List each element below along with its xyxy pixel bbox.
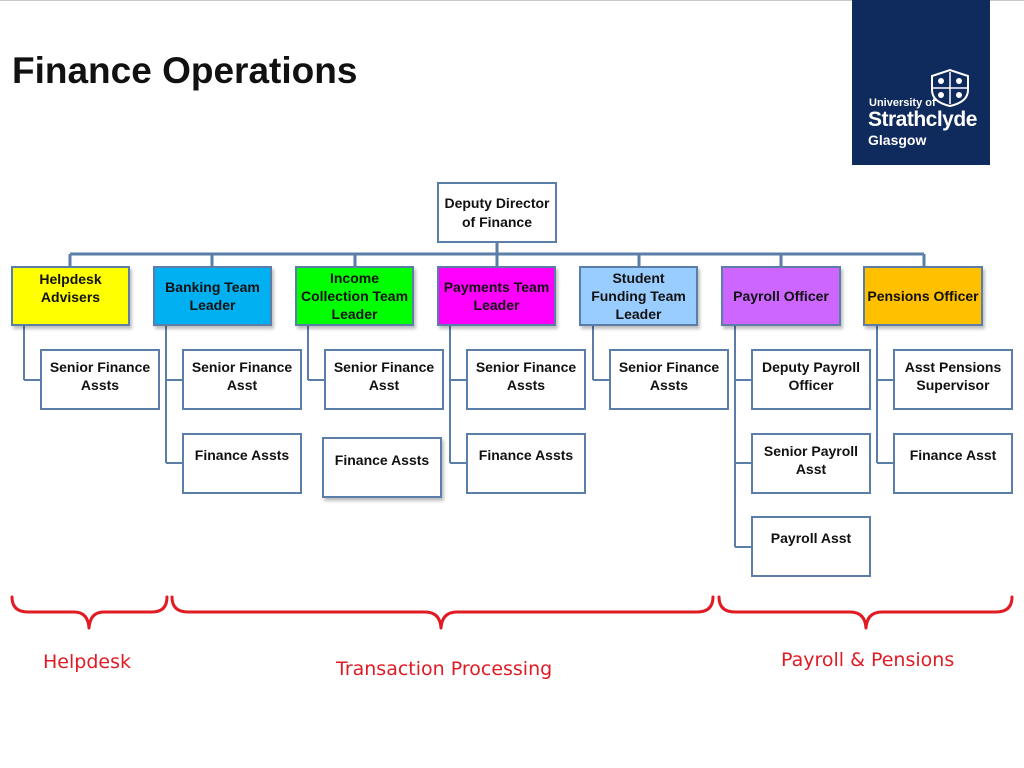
student-funding-team-leader-box: Student Funding Team Leader: [579, 266, 698, 326]
payroll-asst-box: Payroll Asst: [751, 516, 871, 577]
banking-team-leader-box: Banking Team Leader: [153, 266, 272, 326]
income-collection-team-leader-box: Income Collection Team Leader: [295, 266, 414, 326]
banking-senior-finance-asst-box: Senior Finance Asst: [182, 349, 302, 410]
payroll-officer-box: Payroll Officer: [721, 266, 841, 326]
payments-finance-assts-box: Finance Assts: [466, 433, 586, 494]
pensions-finance-asst-box: Finance Asst: [893, 433, 1013, 494]
page-title: Finance Operations: [12, 50, 358, 91]
top-rule: [0, 0, 1024, 1]
group-label-payroll-pensions: Payroll & Pensions: [781, 649, 955, 671]
deputy-director-box: Deputy Director of Finance: [437, 182, 557, 243]
university-crest-icon: [931, 68, 969, 108]
group-label-helpdesk: Helpdesk: [43, 651, 131, 673]
logo-line-3: Glasgow: [868, 132, 927, 148]
payroll-pensions-bracket: [717, 595, 1014, 630]
pensions-officer-box: Pensions Officer: [863, 266, 983, 326]
group-label-transaction-processing: Transaction Processing: [336, 658, 553, 680]
helpdesk-bracket: [10, 595, 169, 630]
income-senior-finance-asst-box: Senior Finance Asst: [324, 349, 444, 410]
payments-team-leader-box: Payments Team Leader: [437, 266, 556, 326]
org-connector-lines: [23, 243, 926, 548]
logo-line-2: Strathclyde: [868, 108, 977, 131]
payments-senior-finance-assts-box: Senior Finance Assts: [466, 349, 586, 410]
income-finance-assts-box: Finance Assts: [322, 437, 442, 498]
logo-line-1: University of: [869, 97, 936, 109]
asst-pensions-supervisor-box: Asst Pensions Supervisor: [893, 349, 1013, 410]
deputy-payroll-officer-box: Deputy Payroll Officer: [751, 349, 871, 410]
helpdesk-advisers-box: Helpdesk Advisers: [11, 266, 130, 326]
university-logo: University of Strathclyde Glasgow: [852, 0, 990, 165]
student-senior-finance-assts-box: Senior Finance Assts: [609, 349, 729, 410]
senior-payroll-asst-box: Senior Payroll Asst: [751, 433, 871, 494]
helpdesk-senior-finance-assts-box: Senior Finance Assts: [40, 349, 160, 410]
transaction-processing-bracket: [170, 595, 715, 630]
banking-finance-assts-box: Finance Assts: [182, 433, 302, 494]
